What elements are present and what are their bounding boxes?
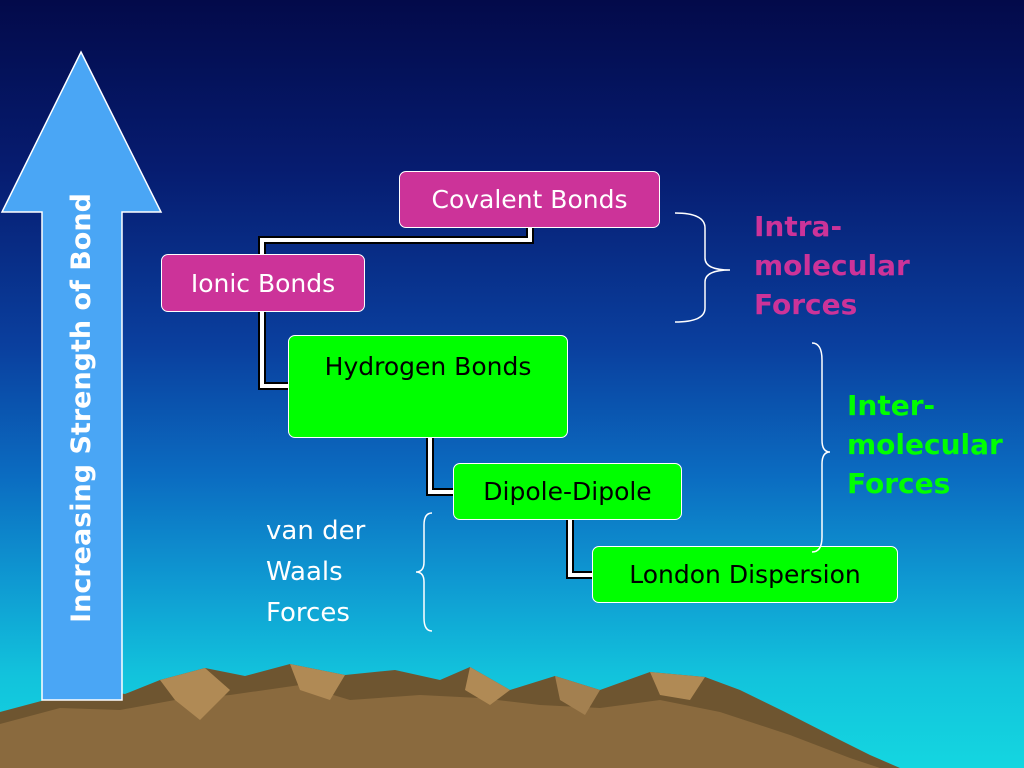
- london-dispersion-box: London Dispersion: [592, 546, 898, 603]
- inter-brace: [811, 342, 831, 553]
- intra-brace: [674, 212, 731, 323]
- hydrogen-bonds-box: Hydrogen Bonds: [288, 335, 568, 438]
- ionic-bonds-box: Ionic Bonds: [161, 254, 365, 312]
- covalent-bonds-label: Covalent Bonds: [431, 185, 628, 214]
- hydrogen-bonds-label: Hydrogen Bonds: [324, 352, 532, 381]
- dipole-dipole-label: Dipole-Dipole: [483, 477, 652, 506]
- covalent-bonds-box: Covalent Bonds: [399, 171, 660, 228]
- london-dispersion-label: London Dispersion: [629, 560, 861, 589]
- dipole-dipole-box: Dipole-Dipole: [453, 463, 682, 520]
- intermolecular-forces-label: Inter- molecular Forces: [847, 389, 1003, 500]
- intramolecular-forces-label: Intra- molecular Forces: [754, 210, 910, 321]
- ionic-bonds-label: Ionic Bonds: [190, 268, 336, 298]
- van-der-waals-forces-label: van der Waals Forces: [266, 516, 366, 628]
- vdw-brace: [415, 512, 433, 632]
